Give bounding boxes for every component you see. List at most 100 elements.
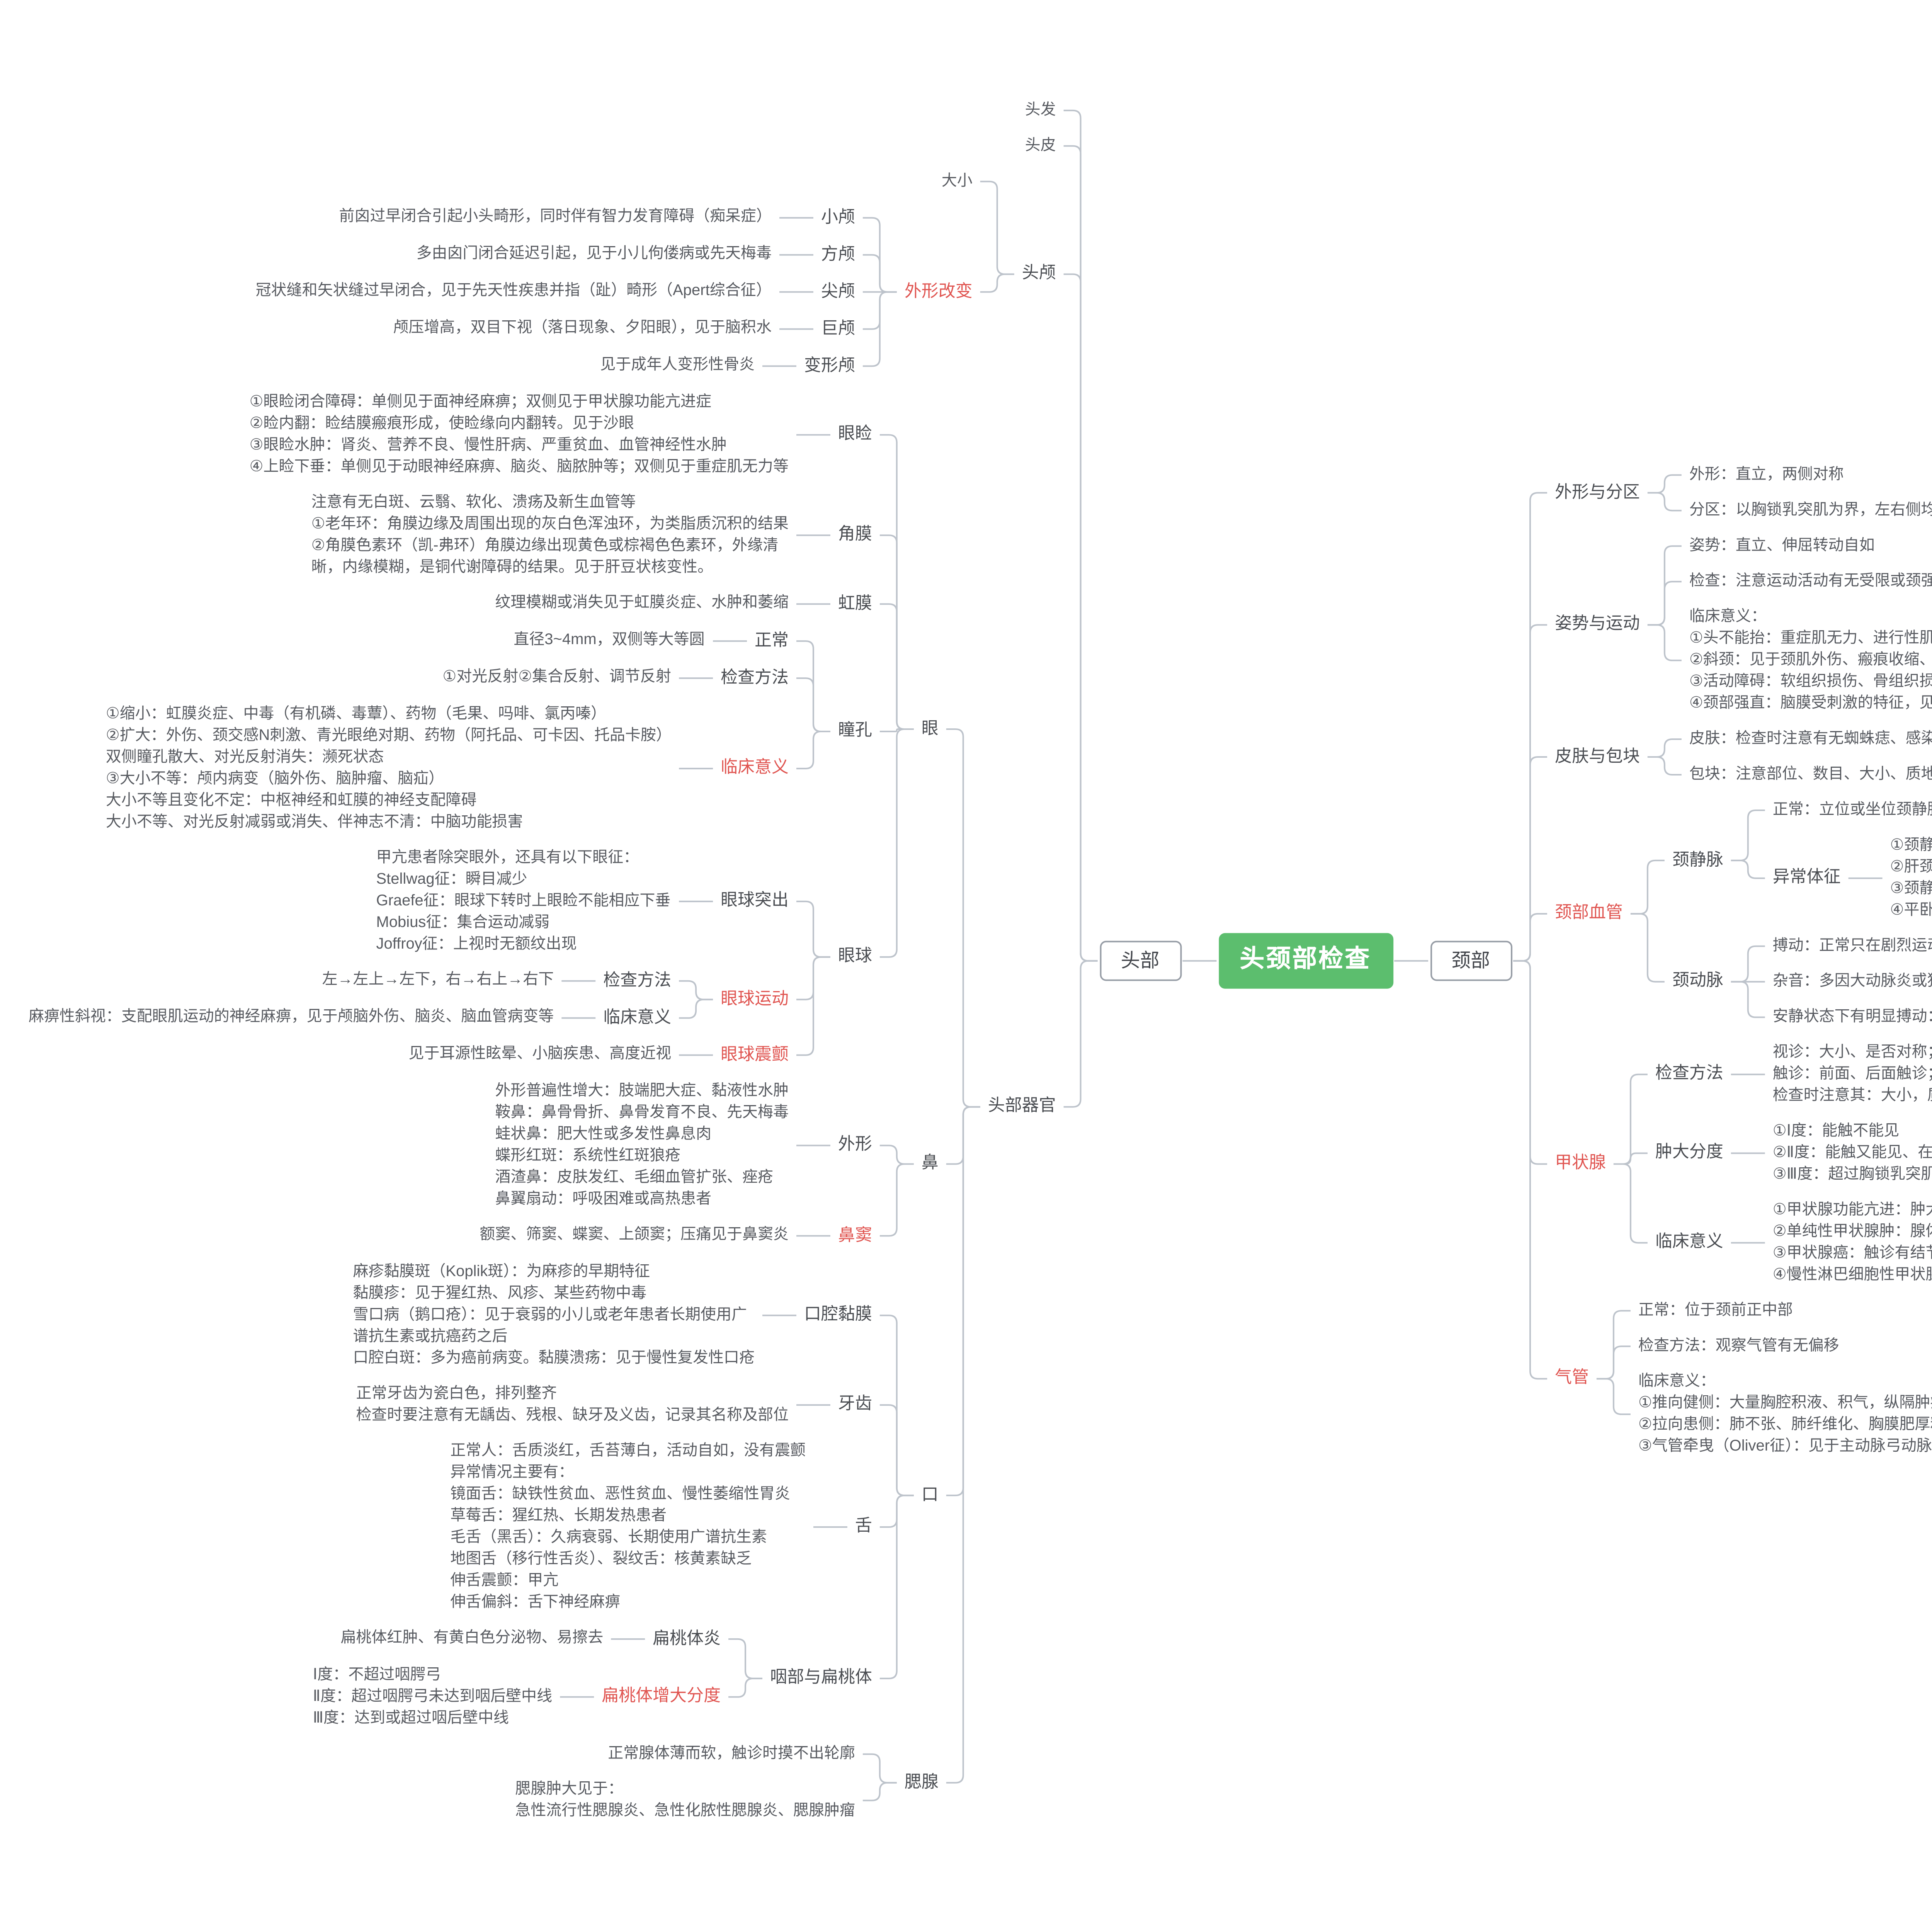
head-branch[interactable]: 头部 — [1099, 940, 1181, 981]
mindmap-topic[interactable]: 变形颅 — [804, 356, 855, 375]
mindmap-detail[interactable]: ①甲状腺功能亢进：肿大的甲状腺质地柔软，触诊时可有震颤，听诊可能听到嗡鸣样血管杂… — [1772, 1201, 1932, 1283]
mindmap-topic[interactable]: 临床意义 — [721, 759, 789, 777]
mindmap-detail[interactable]: ①对光反射②集合反射、调节反射 — [442, 669, 671, 686]
mindmap-detail[interactable]: 正常牙齿为瓷白色，排列整齐 检查时要注意有无龋齿、残根、缺牙及义齿，记录其名称及… — [356, 1385, 789, 1424]
connector-line — [1630, 859, 1665, 915]
connector-line — [1513, 960, 1547, 1380]
mindmap-topic[interactable]: 皮肤与包块 — [1554, 747, 1640, 766]
mindmap-detail[interactable]: 分区：以胸锁乳突肌为界，左右侧均分为颈内（前）三角、颈外（后）三角 — [1689, 501, 1932, 519]
mindmap-detail[interactable]: 额窦、筛窦、蝶窦、上颌窦；压痛见于鼻窦炎 — [480, 1226, 789, 1244]
connector-line — [980, 180, 1014, 275]
mindmap-detail[interactable]: 直径3~4mm，双侧等大等圆 — [514, 632, 705, 649]
mindmap-topic[interactable]: 异常体征 — [1772, 868, 1841, 887]
mindmap-topic[interactable]: 肿大分度 — [1655, 1143, 1723, 1162]
mindmap-detail[interactable]: 正常：立位或坐位颈静脉不显露，平卧时可稍见充盈（仅限于锁骨上缘至下颌角距离的下2… — [1772, 801, 1932, 818]
mindmap-topic[interactable]: 扁桃体炎 — [653, 1629, 721, 1648]
mindmap-topic[interactable]: 甲状腺 — [1554, 1154, 1606, 1173]
mindmap-detail[interactable]: 麻疹黏膜斑（Koplik斑）：为麻疹的早期特征 黏膜疹：见于猩红热、风疹、某些药… — [353, 1263, 755, 1367]
mindmap-topic[interactable]: 姿势与运动 — [1554, 615, 1640, 634]
mindmap-detail[interactable]: 大小 — [941, 172, 973, 189]
mindmap-detail[interactable]: 注意有无白斑、云翳、软化、溃疡及新生血管等 ①老年环：角膜边缘及周围出现的灰白色… — [311, 493, 789, 576]
mindmap-detail[interactable]: ①眼睑闭合障碍：单侧见于面神经麻痹；双侧见于甲状腺功能亢进症 ②睑内翻：睑结膜瘢… — [249, 393, 789, 475]
mindmap-detail[interactable]: Ⅰ度：不超过咽腭弓 Ⅱ度：超过咽腭弓未达到咽后壁中线 Ⅲ度：达到或超过咽后壁中线 — [313, 1666, 552, 1726]
mindmap-topic[interactable]: 眼球突出 — [721, 891, 789, 910]
mindmap-topic[interactable]: 检查方法 — [603, 971, 672, 990]
mindmap-topic[interactable]: 头部器官 — [988, 1097, 1056, 1116]
mindmap-detail[interactable]: 包块：注意部位、数目、大小、质地、活动度、压痛、与周围器官关系，是否随吞咽上下活… — [1689, 765, 1932, 782]
mindmap-topic[interactable]: 颈动脉 — [1672, 971, 1723, 990]
mindmap-detail[interactable]: 纹理模糊或消失见于虹膜炎症、水肿和萎缩 — [495, 595, 789, 612]
mindmap-detail[interactable]: 临床意义： ①头不能抬：重症肌无力、进行性肌萎缩、严重消耗性疾病晚期 ②斜颈：见… — [1689, 608, 1932, 712]
mindmap-detail[interactable]: 见于耳源性眩晕、小脑疾患、高度近视 — [408, 1046, 672, 1063]
mindmap-topic[interactable]: 气管 — [1554, 1369, 1589, 1388]
mindmap-detail[interactable]: 正常人：舌质淡红，舌苔薄白，活动自如，没有震颤 异常情况主要有： 镜面舌：缺铁性… — [450, 1442, 806, 1611]
mindmap-topic[interactable]: 瞳孔 — [838, 721, 872, 740]
mindmap-topic[interactable]: 角膜 — [838, 525, 872, 544]
mindmap-detail[interactable]: 检查：注意运动活动有无受限或颈强直、斜颈等 — [1689, 572, 1932, 590]
mindmap-topic[interactable]: 检查方法 — [721, 668, 789, 687]
connector-line — [1647, 738, 1682, 758]
mindmap-detail[interactable]: ①颈静脉怒张：见于上腔静脉阻塞综合征、心包积液、缩窄性心包炎、右心衰竭等 ②肝颈… — [1890, 836, 1932, 918]
mindmap-topic[interactable]: 牙齿 — [838, 1395, 872, 1414]
mindmap-topic[interactable]: 外形改变 — [904, 282, 973, 301]
connector-line — [946, 728, 980, 1108]
mindmap-detail[interactable]: 扁桃体红肿、有黄白色分泌物、易擦去 — [340, 1629, 604, 1647]
mindmap-detail[interactable]: 见于成年人变形性骨炎 — [600, 357, 755, 374]
mindmap-topic[interactable]: 口 — [921, 1485, 939, 1504]
mindmap-detail[interactable]: 正常腺体薄而软，触诊时摸不出轮廓 — [608, 1745, 855, 1762]
mindmap-detail[interactable]: 腮腺肿大见于： 急性流行性腮腺炎、急性化脓性腮腺炎、腮腺肿瘤 — [515, 1780, 855, 1819]
mindmap-topic[interactable]: 咽部与扁桃体 — [770, 1668, 872, 1687]
neck-branch[interactable]: 颈部 — [1430, 940, 1512, 981]
mindmap-topic[interactable]: 外形 — [838, 1135, 872, 1154]
mindmap-topic[interactable]: 腮腺 — [904, 1772, 939, 1791]
mindmap-detail[interactable]: 多由囟门闭合延迟引起，见于小儿佝偻病或先天梅毒 — [416, 245, 772, 263]
mindmap-detail[interactable]: 搏动：正常只在剧烈运动或过分激动情况下偶见 — [1772, 937, 1932, 954]
mindmap-topic[interactable]: 眼 — [921, 719, 939, 738]
mindmap-topic[interactable]: 临床意义 — [1655, 1233, 1723, 1252]
mindmap-detail[interactable]: 左→左上→左下，右→右上→右下 — [322, 971, 554, 989]
central-topic[interactable]: 头颈部检查 — [1218, 933, 1393, 989]
mindmap-detail[interactable]: 麻痹性斜视：支配眼肌运动的神经麻痹，见于颅脑外伤、脑炎、脑血管病变等 — [28, 1009, 554, 1026]
mindmap-topic[interactable]: 检查方法 — [1655, 1064, 1723, 1083]
mindmap-topic[interactable]: 鼻 — [921, 1154, 939, 1173]
mindmap-topic[interactable]: 扁桃体增大分度 — [602, 1687, 721, 1706]
mindmap-detail[interactable]: 视诊：大小、是否对称；女性在青春、发育期及哺乳期可略增大 触诊：前面、后面触诊；… — [1772, 1043, 1932, 1104]
mindmap-detail[interactable]: 冠状缝和矢状缝过早闭合，见于先天性疾患并指（趾）畸形（Apert综合征） — [255, 282, 772, 300]
mindmap-detail[interactable]: 头发 — [1025, 101, 1056, 118]
mindmap-topic[interactable]: 方颅 — [821, 245, 855, 264]
mindmap-topic[interactable]: 舌 — [855, 1517, 872, 1536]
mindmap-detail[interactable]: 外形普遍性增大：肢端肥大症、黏液性水肿 鞍鼻：鼻骨骨折、鼻骨发育不良、先天梅毒 … — [495, 1082, 789, 1208]
mindmap-detail[interactable]: 杂音：多因大动脉炎或狭窄所致，应考虑颈动脉或椎动脉狭窄 — [1772, 972, 1932, 990]
mindmap-topic[interactable]: 颈静脉 — [1672, 850, 1723, 869]
connector-line — [1647, 581, 1682, 626]
mindmap-topic[interactable]: 临床意义 — [603, 1008, 672, 1027]
mindmap-topic[interactable]: 颈部血管 — [1554, 903, 1623, 922]
mindmap-detail[interactable]: 正常：位于颈前正中部 — [1638, 1301, 1793, 1319]
mindmap-detail[interactable]: ①缩小：虹膜炎症、中毒（有机磷、毒蕈）、药物（毛果、吗啡、氯丙嗪） ②扩大：外伤… — [105, 705, 672, 830]
mindmap-topic[interactable]: 虹膜 — [838, 594, 872, 613]
mindmap-topic[interactable]: 口腔黏膜 — [804, 1305, 872, 1324]
mindmap-topic[interactable]: 巨颅 — [821, 319, 855, 338]
mindmap-topic[interactable]: 眼球 — [838, 947, 872, 966]
mindmap-topic[interactable]: 眼睑 — [838, 425, 872, 444]
mindmap-detail[interactable]: 前囟过早闭合引起小头畸形，同时伴有智力发育障碍（痴呆症） — [339, 208, 772, 226]
mindmap-topic[interactable]: 小颅 — [821, 207, 855, 226]
mindmap-detail[interactable]: 检查方法：观察气管有无偏移 — [1638, 1337, 1839, 1354]
mindmap-topic[interactable]: 尖颅 — [821, 282, 855, 301]
mindmap-detail[interactable]: ①Ⅰ度：能触不能见 ②Ⅱ度：能触又能见、在胸锁乳突肌以内 ③Ⅲ度：超过胸锁乳突肌… — [1772, 1122, 1932, 1183]
mindmap-detail[interactable]: 姿势：直立、伸屈转动自如 — [1689, 537, 1875, 554]
mindmap-detail[interactable]: 临床意义： ①推向健侧：大量胸腔积液、积气，纵隔肿瘤，单侧甲状腺肿大 ②拉向患侧… — [1638, 1372, 1932, 1455]
mindmap-detail[interactable]: 甲亢患者除突眼外，还具有以下眼征： Stellwag征：瞬目减少 Graefe征… — [376, 849, 671, 952]
mindmap-detail[interactable]: 皮肤：检查时注意有无蜘蛛痣、感染、疤痕、瘘管等 — [1689, 730, 1932, 747]
mindmap-topic[interactable]: 头颅 — [1022, 264, 1056, 283]
mindmap-topic[interactable]: 眼球震颤 — [721, 1045, 789, 1064]
mindmap-detail[interactable]: 安静状态下有明显搏动：甲亢、主闭、严重贫血、高血压等 — [1772, 1008, 1932, 1025]
mindmap-topic[interactable]: 鼻窦 — [838, 1226, 872, 1245]
mindmap-detail[interactable]: 头皮 — [1025, 136, 1056, 154]
mindmap-topic[interactable]: 外形与分区 — [1554, 483, 1640, 502]
mindmap-topic[interactable]: 眼球运动 — [721, 989, 789, 1008]
mindmap-topic[interactable]: 正常 — [755, 631, 789, 650]
mindmap-detail[interactable]: 外形：直立，两侧对称 — [1689, 466, 1844, 483]
mindmap-detail[interactable]: 颅压增高，双目下视（落日现象、夕阳眼），见于脑积水 — [393, 320, 772, 337]
